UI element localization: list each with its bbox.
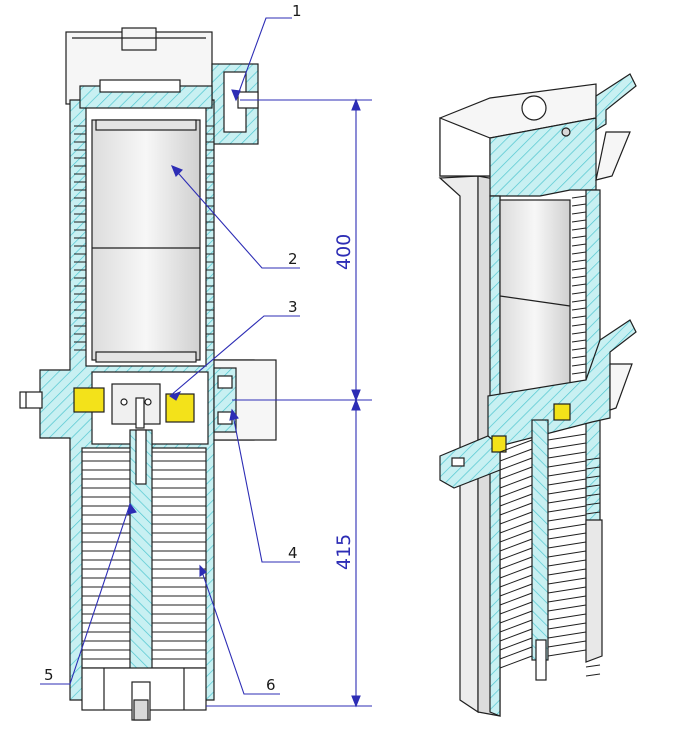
rib	[585, 673, 601, 677]
rib	[547, 523, 587, 531]
rib	[499, 547, 533, 561]
rib	[547, 568, 587, 576]
dimension-upper: 400	[333, 234, 355, 270]
vacuum-interrupter	[91, 119, 201, 361]
rib	[499, 493, 533, 507]
rib	[547, 433, 587, 441]
rib	[499, 610, 533, 624]
rib	[547, 487, 587, 495]
rib	[547, 505, 587, 513]
rib	[547, 577, 587, 585]
rib	[571, 203, 587, 207]
rib	[499, 475, 533, 489]
rib	[499, 511, 533, 525]
rib	[499, 439, 533, 453]
rib	[547, 559, 587, 567]
rib	[571, 259, 587, 263]
rib	[499, 448, 533, 462]
callout-6: 6	[266, 676, 276, 694]
leaders	[40, 17, 300, 695]
cutaway-view	[438, 73, 637, 717]
rib	[571, 323, 587, 327]
rib	[571, 315, 587, 319]
rib	[571, 307, 587, 311]
rib	[547, 550, 587, 558]
rib	[499, 601, 533, 615]
rib	[547, 595, 587, 603]
rib	[585, 511, 601, 515]
section-view	[19, 27, 277, 721]
rib	[547, 469, 587, 477]
rib	[571, 339, 587, 343]
rib	[571, 331, 587, 335]
rib	[499, 637, 533, 651]
rib	[571, 283, 587, 287]
callout-4: 4	[288, 544, 298, 562]
rib	[547, 613, 587, 621]
rib	[499, 574, 533, 588]
rib	[547, 640, 587, 648]
rib	[585, 484, 601, 488]
rib	[547, 622, 587, 630]
rib	[547, 460, 587, 468]
rib	[571, 347, 587, 351]
rib	[571, 243, 587, 247]
dimension-lines	[206, 98, 372, 708]
rib	[499, 556, 533, 570]
rib	[547, 514, 587, 522]
contact-left	[73, 387, 105, 413]
rib	[585, 457, 601, 461]
rib	[499, 529, 533, 543]
rib	[571, 211, 587, 215]
contact-right	[165, 393, 195, 423]
rib	[547, 631, 587, 639]
rib	[571, 251, 587, 255]
rib	[499, 583, 533, 597]
rib	[571, 363, 587, 367]
rib	[499, 466, 533, 480]
callout-1: 1	[292, 2, 302, 20]
rib	[585, 475, 601, 479]
rib	[499, 646, 533, 660]
rib	[585, 466, 601, 470]
rib	[547, 532, 587, 540]
rib	[547, 586, 587, 594]
rib	[499, 520, 533, 534]
rib	[547, 496, 587, 504]
rib	[571, 227, 587, 231]
rib	[547, 451, 587, 459]
callout-5: 5	[44, 666, 54, 684]
dimension-lower: 415	[333, 534, 355, 570]
rib	[547, 604, 587, 612]
rib	[499, 565, 533, 579]
rib	[571, 235, 587, 239]
rib	[499, 538, 533, 552]
rib	[571, 267, 587, 271]
rib	[585, 493, 601, 497]
rib	[499, 592, 533, 606]
rib	[547, 442, 587, 450]
rib	[547, 649, 587, 657]
rib	[571, 371, 587, 375]
rib	[571, 291, 587, 295]
rib	[571, 275, 587, 279]
rib	[499, 619, 533, 633]
rib	[499, 628, 533, 642]
rib	[499, 457, 533, 471]
rib	[547, 478, 587, 486]
callout-2: 2	[288, 250, 298, 268]
rib	[499, 502, 533, 516]
cutaway-interrupter	[499, 199, 571, 401]
rib	[571, 195, 587, 199]
rib	[585, 502, 601, 506]
rib	[499, 484, 533, 498]
rib	[571, 355, 587, 359]
callout-3: 3	[288, 298, 298, 316]
rib	[585, 664, 601, 668]
rib	[571, 299, 587, 303]
rib	[571, 219, 587, 223]
rib	[499, 655, 533, 669]
rib	[547, 541, 587, 549]
